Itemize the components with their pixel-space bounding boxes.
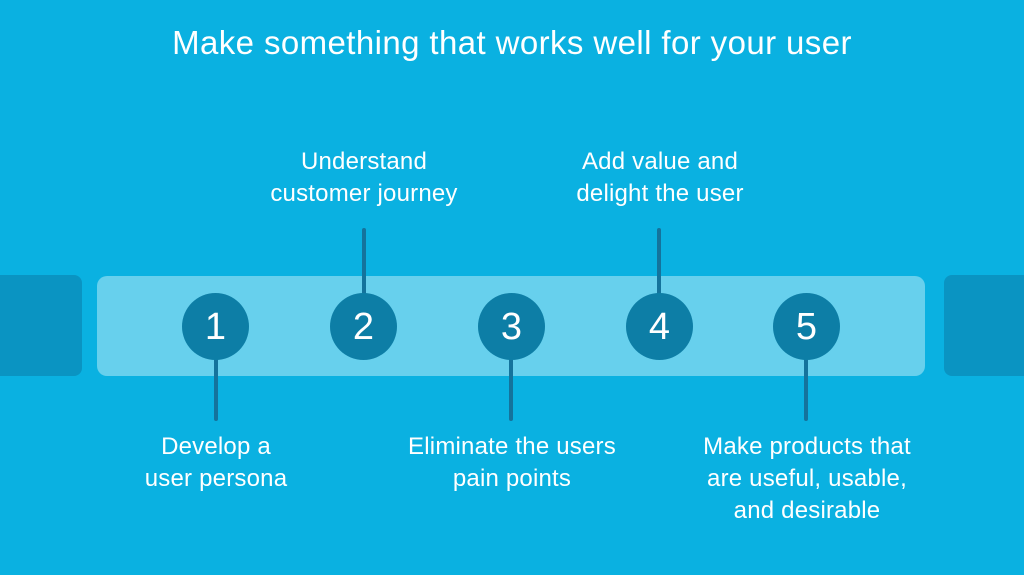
step-4-circle: 4 [626, 293, 693, 360]
step-3-label: Eliminate the users pain points [408, 433, 616, 492]
step-3-circle: 3 [478, 293, 545, 360]
step-5-label: Make products that are useful, usable, a… [703, 433, 911, 524]
step-1-circle: 1 [182, 293, 249, 360]
step-3-number: 3 [500, 305, 523, 348]
step-3-connector [509, 354, 513, 421]
timeline-left-edge-block [0, 275, 82, 376]
step-4-number: 4 [648, 305, 671, 348]
step-1-number: 1 [204, 305, 227, 348]
page-title: Make something that works well for your … [172, 24, 852, 61]
step-5-number: 5 [795, 305, 818, 348]
step-4-label: Add value and delight the user [576, 148, 744, 207]
step-4-connector [657, 228, 661, 304]
step-2-label: Understand customer journey [270, 148, 458, 207]
step-5-circle: 5 [773, 293, 840, 360]
step-1-label: Develop a user persona [144, 433, 288, 492]
step-5-connector [804, 354, 808, 421]
timeline-right-edge-block [944, 275, 1024, 376]
step-2-connector [362, 228, 366, 304]
step-2-circle: 2 [330, 293, 397, 360]
step-2-number: 2 [352, 305, 375, 348]
step-1-connector [214, 354, 218, 421]
